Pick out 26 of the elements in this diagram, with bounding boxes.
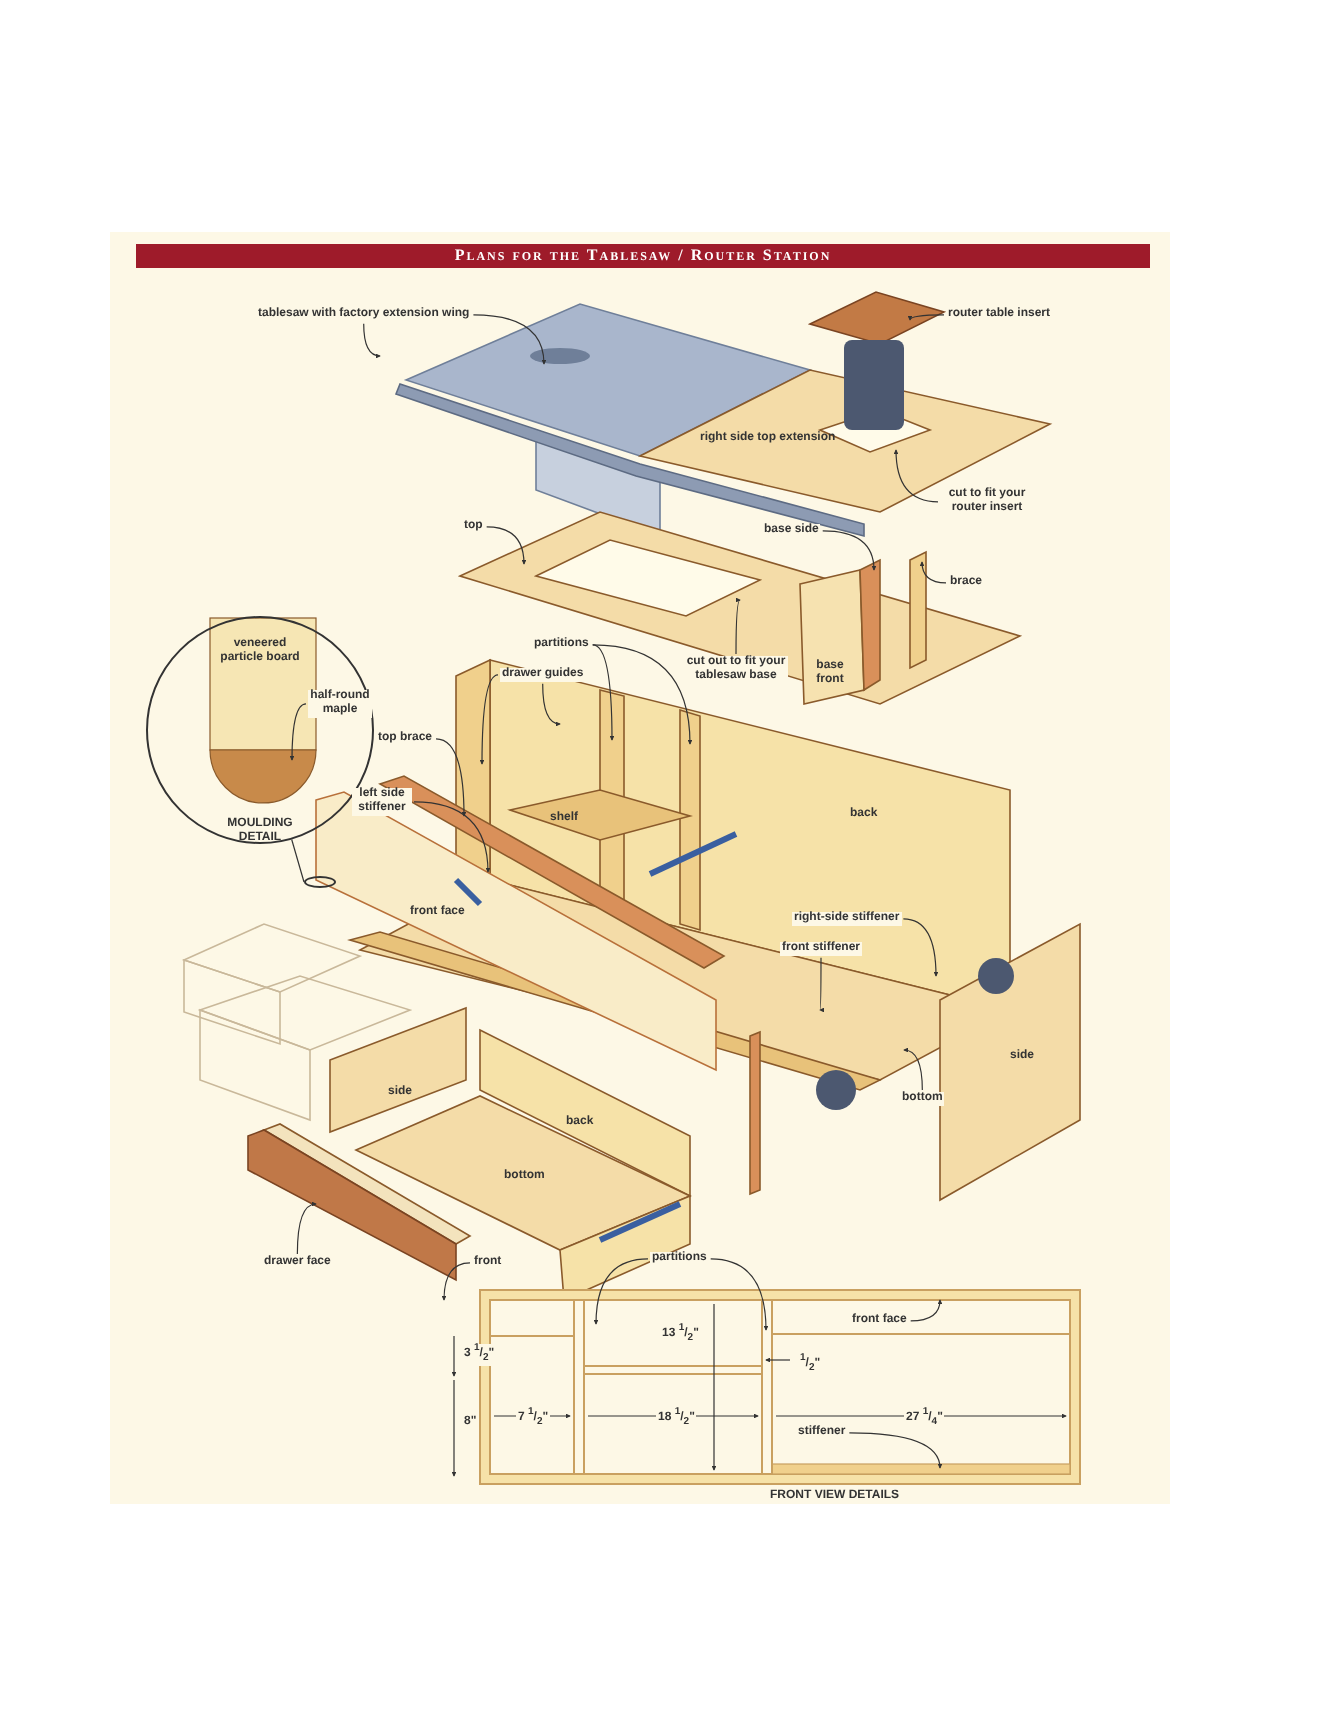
leader-line	[710, 1258, 769, 1331]
connector-line	[822, 530, 877, 571]
leader-line	[296, 1202, 317, 1255]
leader-line	[363, 323, 381, 359]
leader-line	[819, 957, 824, 1011]
leader-line	[435, 738, 467, 817]
connector-line	[919, 561, 947, 584]
panel-part	[909, 550, 927, 670]
leader-line	[592, 644, 615, 741]
leader-line	[441, 1262, 471, 1301]
leader-line	[908, 314, 945, 321]
leader-line	[289, 703, 307, 761]
detail-marker	[304, 876, 336, 888]
leader-line	[848, 1432, 942, 1469]
leader-line	[472, 314, 547, 365]
leader-line	[893, 449, 939, 503]
leader-line	[593, 1258, 649, 1325]
leader-line	[903, 1048, 923, 1091]
leader-line	[486, 526, 527, 565]
leader-line	[735, 599, 741, 655]
leader-line	[542, 683, 561, 726]
connector-line	[291, 838, 305, 883]
leader-line	[910, 1299, 943, 1322]
title-banner: Plans for the Tablesaw / Router Station	[136, 244, 1150, 268]
leader-line	[592, 644, 693, 745]
leader-line	[902, 918, 939, 977]
